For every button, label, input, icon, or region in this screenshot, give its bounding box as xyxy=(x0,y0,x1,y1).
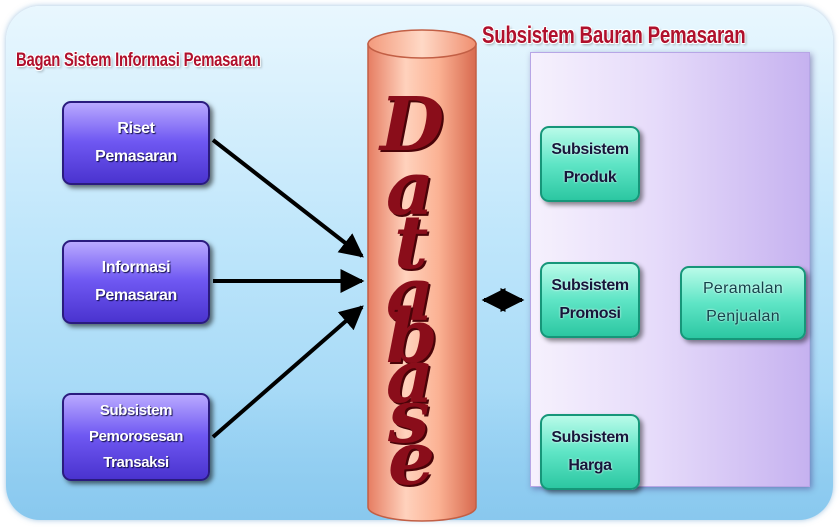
arrow-transaksi-to-database xyxy=(211,305,364,439)
box-label-line: Riset xyxy=(117,120,155,137)
box-label-line: Subsistem xyxy=(551,277,629,294)
box-label-line: Peramalan xyxy=(702,280,784,297)
riset-pemasaran-box: Riset Pemasaran xyxy=(62,101,210,185)
database-label-letter-e: e xyxy=(388,416,436,502)
box-label-line: Promosi xyxy=(559,305,621,322)
database-label-letter-a1: a xyxy=(386,146,434,232)
right-heading: Subsistem Bauran Pemasaran xyxy=(482,22,746,49)
box-label-line: Penjualan xyxy=(706,308,780,325)
box-label-line: Harga xyxy=(568,457,612,474)
database-cylinder-top xyxy=(367,29,477,59)
box-label-line: Subsistem xyxy=(99,402,173,419)
subsistem-pemorosesan-transaksi-box: Subsistem Pemorosesan Transaksi xyxy=(62,393,210,481)
subsistem-produk-box: Subsistem Produk xyxy=(540,126,640,202)
arrow-riset-to-database xyxy=(211,138,364,258)
left-heading: Bagan Sistem Informasi Pemasaran xyxy=(16,50,261,71)
database-cylinder-body xyxy=(367,43,477,522)
box-label-line: Pemasaran xyxy=(95,148,177,165)
box-label-line: Subsistem xyxy=(551,429,629,446)
database-label-letter-a3: a xyxy=(386,334,434,420)
informasi-pemasaran-box: Informasi Pemasaran xyxy=(62,240,210,324)
database-label-letter-a2: a xyxy=(386,252,434,338)
subsistem-harga-box: Subsistem Harga xyxy=(540,414,640,490)
box-label-line: Pemasaran xyxy=(95,287,177,304)
database-label-letter-b: b xyxy=(386,294,438,380)
peramalan-penjualan-box: Peramalan Penjualan xyxy=(680,266,806,340)
box-label-line: Subsistem xyxy=(551,141,629,158)
box-label-line: Informasi xyxy=(101,259,171,276)
database-cylinder xyxy=(367,29,477,522)
subsistem-promosi-box: Subsistem Promosi xyxy=(540,262,640,338)
box-label-line: Pemorosesan xyxy=(89,428,183,445)
database-label-letter-s: s xyxy=(388,374,430,460)
box-label-line: Transaksi xyxy=(103,454,169,471)
database-label-letter-t: t xyxy=(394,200,429,286)
box-label-line: Produk xyxy=(563,169,617,186)
database-label-letter-d: D xyxy=(380,82,445,168)
